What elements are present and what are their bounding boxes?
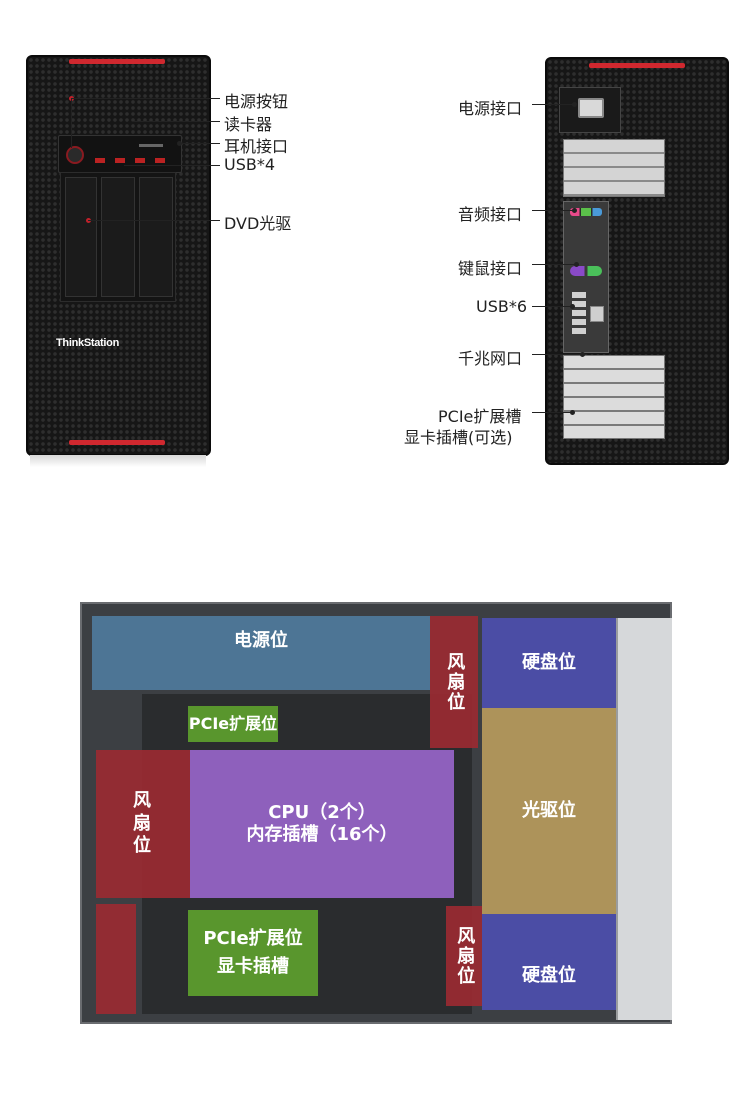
zone-fan-top: 风扇位 [430,616,478,748]
rear-pcie-slots [563,355,665,439]
dvd-bay [60,172,176,302]
label-pcie-slots-2: 显卡插槽(可选) [404,428,513,447]
callout-dot [574,262,579,267]
callout-line [532,210,574,211]
callout-line [532,264,576,265]
callout-line [532,354,582,355]
zone-hdd-bay-top-label: 硬盘位 [522,651,576,673]
front-usb-ports [95,158,175,163]
rear-tower [545,57,729,465]
front-bottom-handle [69,440,165,445]
callout-line [72,98,220,99]
callout-line [124,165,220,166]
bay-cover-2 [101,177,135,297]
zone-odd-bay: 光驱位 [482,708,616,914]
zone-gpu-slot-label: 显卡插槽 [217,956,289,977]
rear-top-slots [563,139,665,197]
label-audio-port: 音频接口 [458,205,523,224]
dvd-drive-tray [65,177,97,297]
label-gigabit-lan: 千兆网口 [458,349,523,368]
zone-hdd-bay-bottom: 硬盘位 [482,914,616,1010]
zone-pcie-bottom-label: PCIe扩展位 [203,927,303,949]
rear-io-shield [563,201,609,353]
callout-dot [570,410,575,415]
rear-fan-strip [96,904,136,1014]
zone-pcie-top: PCIe扩展位 [188,706,278,742]
label-power-button: 电源按钮 [224,92,289,111]
zone-fan-top-label: 风扇位 [444,652,466,712]
zone-fan-left-label: 风扇位 [133,790,153,857]
lan-port [590,306,604,322]
label-power-port: 电源接口 [458,99,523,118]
chassis-interior: 电源位 风扇位 硬盘位 PCIe扩展位 风扇位 CPU（2个） 内存插槽（16个… [80,602,672,1024]
callout-line [532,306,572,307]
audio-ports [570,208,602,216]
brand-logo: ThinkStation [56,337,120,349]
label-usb-rear: USB*6 [476,297,528,316]
rear-usb-ports [572,292,586,336]
callout-line [132,121,220,122]
callout-dot [572,208,577,213]
zone-odd-bay-label: 光驱位 [522,799,576,821]
label-usb-front: USB*4 [224,155,276,174]
callout-line [88,220,220,221]
zone-hdd-bay-top: 硬盘位 [482,618,616,708]
callout-line [532,104,574,105]
front-top-handle [69,59,165,64]
chassis-right-rail [616,618,672,1020]
label-keyboard-mouse-port: 键鼠接口 [458,259,523,278]
callout-line [178,143,220,144]
zone-fan-bottom-label: 风扇位 [454,926,476,986]
zone-fan-bottom: 风扇位 [446,906,482,1006]
label-headphone-jack: 耳机接口 [224,137,289,156]
label-pcie-slots-1: PCIe扩展槽 [438,407,522,426]
callout-line [532,412,572,413]
zone-hdd-bay-bottom-label: 硬盘位 [522,964,576,986]
power-button-icon [66,146,84,164]
zone-psu-bay: 电源位 [92,616,430,690]
psu-bay-rear [559,87,621,133]
zone-pcie-bottom: PCIe扩展位 显卡插槽 [188,910,318,996]
zone-memory-label: 内存插槽（16个） [246,824,398,845]
label-card-reader: 读卡器 [224,115,273,134]
zone-cpu-memory: CPU（2个） 内存插槽（16个） [190,750,454,898]
callout-dot [572,102,577,107]
label-dvd-drive: DVD光驱 [224,214,292,233]
zone-cpu-label: CPU（2个） [268,801,376,823]
callout-line [71,98,72,148]
card-reader-slot [139,144,163,147]
callout-dot [570,304,575,309]
front-tower-shadow [30,455,206,467]
power-socket [578,98,604,118]
callout-dot [580,352,585,357]
ps2-ports [570,266,602,276]
zone-pcie-top-label: PCIe扩展位 [188,714,278,733]
zone-psu-bay-label: 电源位 [234,629,288,651]
front-tower: ThinkStation [26,55,211,456]
front-io-panel [58,135,182,173]
bay-cover-3 [139,177,173,297]
zone-fan-left: 风扇位 [96,750,190,898]
rear-top-handle [589,63,685,68]
